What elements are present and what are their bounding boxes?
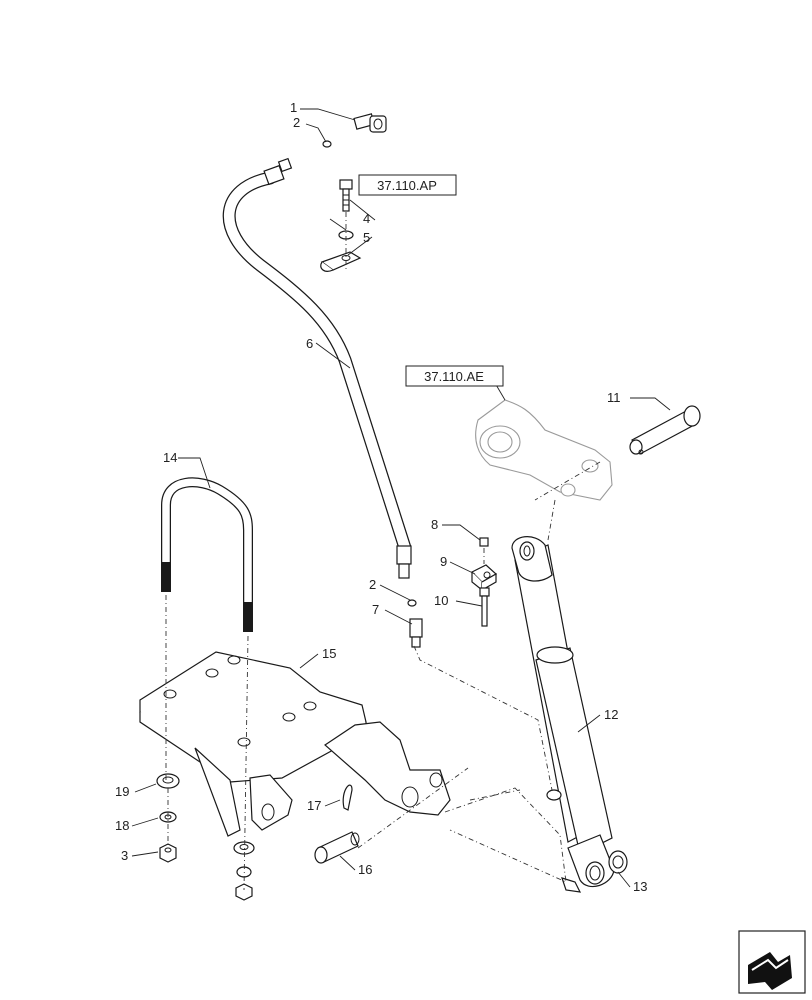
retaining-clip [561, 877, 582, 893]
callout-2: 2 [293, 115, 300, 130]
callout-19: 19 [115, 784, 129, 799]
callout-9: 9 [440, 554, 447, 569]
reference-box-37-110-ae[interactable]: 37.110.AE [405, 365, 504, 387]
callout-11: 11 [607, 390, 621, 405]
nut-3 [159, 843, 177, 863]
reference-box-37-110-ap[interactable]: 37.110.AP [358, 174, 457, 196]
callout-16: 16 [358, 862, 372, 877]
callout-2: 2 [369, 577, 376, 592]
hydraulic-cylinder [511, 536, 615, 888]
mounting-bracket [139, 651, 451, 837]
callout-6: 6 [306, 336, 313, 351]
adapter-fitting [409, 618, 423, 648]
pivot-pin [629, 405, 701, 455]
navigation-arrow-icon[interactable] [738, 930, 806, 994]
spacer-bolt [479, 587, 490, 627]
reference-label: 37.110.AE [424, 369, 484, 384]
linch-pin [342, 784, 353, 811]
hose-clamp [320, 251, 362, 272]
o-ring-upper [322, 140, 332, 148]
grease-nipple [479, 537, 489, 547]
callout-1: 1 [290, 100, 297, 115]
u-bolt [161, 477, 253, 632]
callout-12: 12 [604, 707, 618, 722]
callout-17: 17 [307, 798, 321, 813]
elbow-fitting [353, 113, 387, 133]
callout-14: 14 [163, 450, 177, 465]
lift-arm-reference [475, 399, 613, 501]
cylinder-washer [608, 850, 628, 874]
callout-7: 7 [372, 602, 379, 617]
callout-10: 10 [434, 593, 448, 608]
callout-4: 4 [363, 211, 370, 226]
callout-15: 15 [322, 646, 336, 661]
right-washers [233, 841, 255, 901]
callout-8: 8 [431, 517, 438, 532]
callout-18: 18 [115, 818, 129, 833]
callout-3: 3 [121, 848, 128, 863]
assembly-lines [165, 461, 601, 891]
hydraulic-hose [222, 157, 412, 579]
callout-13: 13 [633, 879, 647, 894]
flat-washer-19 [156, 773, 180, 789]
spacer-block [470, 564, 498, 592]
clamp-bolt [339, 179, 353, 212]
o-ring-lower [407, 599, 417, 607]
reference-label: 37.110.AP [377, 178, 437, 193]
leader-lines [131, 108, 671, 888]
bracket-pin [314, 831, 360, 864]
callout-5: 5 [363, 230, 370, 245]
